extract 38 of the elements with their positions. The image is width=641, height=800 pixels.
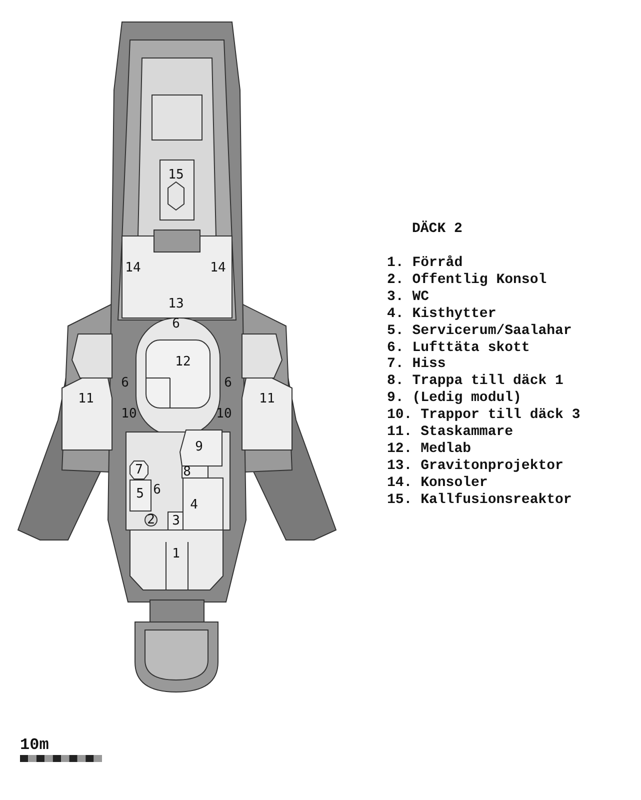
- callout-number: 10: [121, 408, 137, 420]
- key-entry: 15. Kallfusionsreaktor: [387, 492, 572, 507]
- key-entry: 9. (Ledig modul): [387, 391, 522, 406]
- callout-number: 13: [168, 298, 184, 310]
- callout-number: 2: [147, 514, 155, 526]
- callout-number: 6: [121, 376, 129, 390]
- callout-number: 3: [172, 514, 180, 528]
- key-entry: 1. Förråd: [387, 256, 463, 270]
- key-entry: 12. Medlab: [387, 442, 472, 456]
- callout-number: 14: [210, 262, 226, 274]
- key-entry: 5. Servicerum/Saalahar: [387, 324, 572, 338]
- callout-number: 11: [259, 392, 275, 406]
- key-entry: 7. Hiss: [387, 357, 446, 372]
- callout-number: 5: [136, 488, 144, 500]
- key-entry: 6. Lufttäta skott: [387, 340, 530, 354]
- callout-number: 11: [78, 392, 94, 406]
- callout-number: 6: [172, 318, 180, 330]
- key-entry: 10. Trappor till däck 3: [387, 408, 580, 422]
- callout-number: 1: [172, 548, 180, 560]
- scale-label: 10m: [20, 737, 49, 753]
- callout-number: 12: [175, 356, 191, 368]
- callout-number: 4: [190, 498, 198, 512]
- callout-number: 10: [216, 408, 232, 420]
- callout-number: 15: [168, 168, 184, 182]
- callout-number: 7: [135, 464, 143, 476]
- key-entry: 4. Kisthytter: [387, 306, 496, 321]
- key-entry: 8. Trappa till däck 1: [387, 374, 564, 388]
- callout-number: 6: [153, 484, 161, 496]
- callout-number: 14: [125, 262, 141, 274]
- callout-number: 6: [224, 376, 232, 390]
- key-entry: 11. Staskammare: [387, 425, 514, 439]
- callout-number: 8: [183, 466, 191, 478]
- callout-number: 9: [195, 440, 203, 454]
- key-entry: 3. WC: [387, 290, 430, 304]
- key-entry: 13. Gravitonprojektor: [387, 458, 564, 473]
- key-entry: 14. Konsoler: [387, 476, 488, 490]
- title: DÄCK 2: [412, 222, 462, 236]
- key-entry: 2. Offentlig Konsol: [387, 272, 547, 287]
